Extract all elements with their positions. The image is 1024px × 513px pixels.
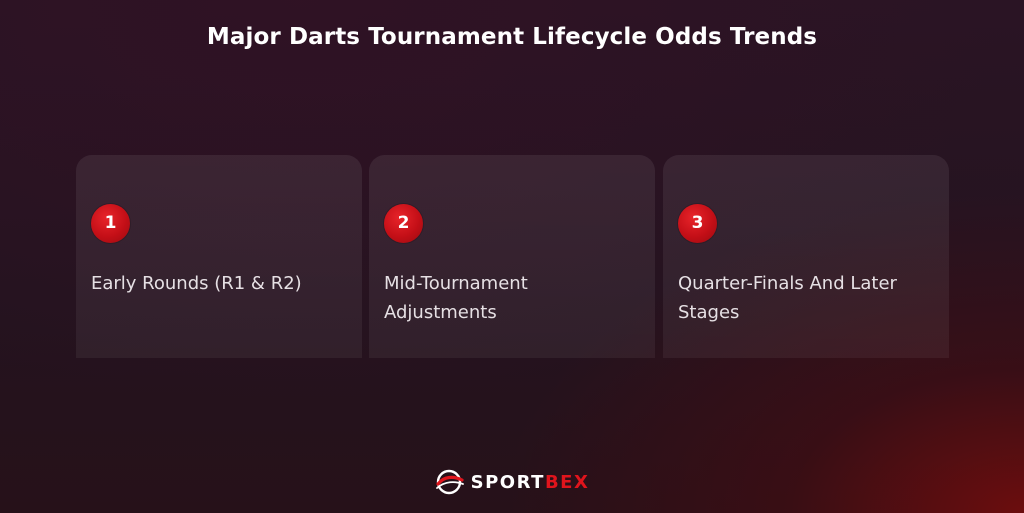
sportbex-logo-icon (435, 469, 465, 495)
stage-card-1: 1 Early Rounds (R1 & R2) (76, 155, 362, 358)
step-number-badge: 3 (678, 204, 717, 243)
sportbex-wordmark: SPORTBEX (471, 472, 590, 493)
page-title: Major Darts Tournament Lifecycle Odds Tr… (206, 24, 818, 50)
sportbex-logo: SPORTBEX (0, 467, 1024, 497)
step-number-badge: 2 (384, 204, 423, 243)
step-number-badge: 1 (91, 204, 130, 243)
wordmark-accent: BEX (544, 471, 590, 493)
wordmark-primary: SPORT (470, 471, 545, 493)
stage-cards: 1 Early Rounds (R1 & R2) 2 Mid-Tournamen… (76, 155, 950, 358)
stage-label: Quarter-Finals And Later Stages (678, 273, 897, 323)
stage-label: Early Rounds (R1 & R2) (91, 273, 302, 294)
stage-label: Mid-Tournament Adjustments (384, 273, 528, 323)
stage-card-3: 3 Quarter-Finals And Later Stages (663, 155, 949, 358)
stage-card-2: 2 Mid-Tournament Adjustments (369, 155, 655, 358)
